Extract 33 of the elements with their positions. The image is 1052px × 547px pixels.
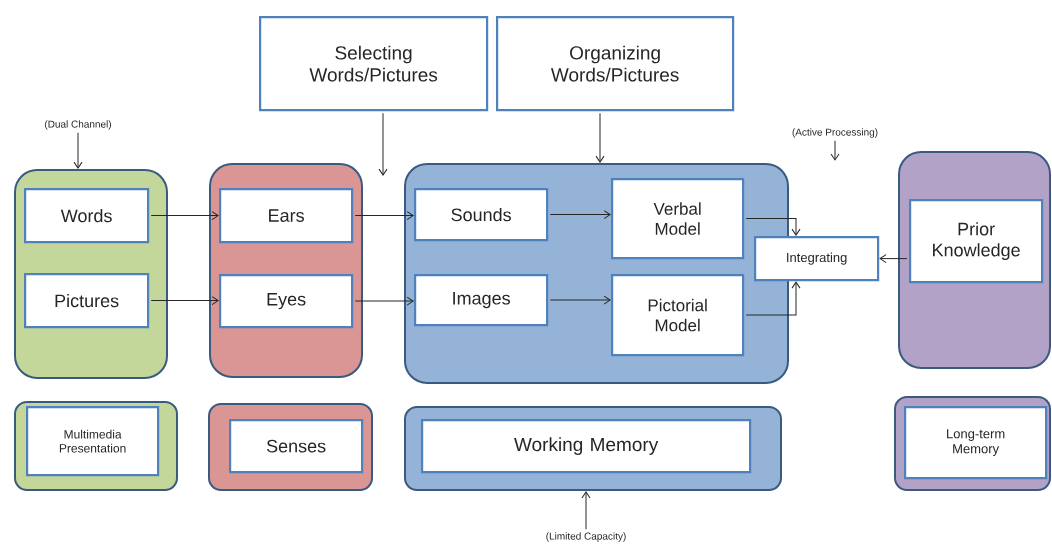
process-box: Verbal Model: [611, 178, 745, 260]
process-box: Pictorial Model: [611, 274, 745, 357]
stage-label-box: Working Memory: [404, 406, 782, 491]
stage-label-box: Long-term Memory: [894, 396, 1051, 491]
arrow: [595, 112, 605, 163]
annotation-text: (Dual Channel): [45, 120, 111, 130]
stage-label-box: Senses: [208, 403, 373, 491]
arrow: [581, 491, 591, 530]
process-box: Words: [24, 188, 150, 244]
arrow: [150, 211, 219, 221]
arrow: [745, 281, 801, 316]
arrow: [354, 211, 414, 221]
process-box: Ears: [219, 188, 354, 244]
process-box: Prior Knowledge: [909, 199, 1044, 284]
arrow: [150, 296, 219, 306]
stage-label-box: Multimedia Presentation: [14, 401, 178, 491]
process-box: Organizing Words/Pictures: [496, 16, 735, 112]
arrow: [378, 112, 388, 176]
arrow: [73, 132, 83, 169]
process-box: Selecting Words/Pictures: [259, 16, 489, 112]
annotation-text: (Active Processing): [792, 128, 878, 138]
process-box: Images: [414, 274, 549, 327]
arrow: [879, 254, 908, 264]
arrow: [830, 140, 840, 161]
process-box: Sounds: [414, 188, 549, 242]
arrow: [354, 296, 414, 306]
arrow: [549, 210, 611, 220]
arrow: [549, 295, 611, 305]
annotation-text: (Limited Capacity): [546, 532, 626, 542]
process-box: Pictures: [24, 273, 150, 329]
process-box: Eyes: [219, 274, 354, 329]
arrow: [745, 218, 801, 236]
process-box: Integrating: [754, 236, 880, 282]
